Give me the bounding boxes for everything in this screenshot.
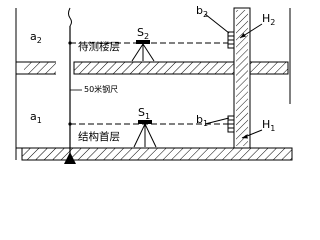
ground-floor-slab <box>16 147 293 161</box>
floor-lower-label: 结构首层 <box>78 130 120 143</box>
right-wall <box>233 7 251 149</box>
level-s1-label: S1 <box>138 106 150 121</box>
point-a1-label: a1 <box>30 110 42 125</box>
floor-upper-label: 待测楼层 <box>78 40 120 53</box>
level-instrument-s2-icon <box>131 40 155 62</box>
staff-mark-b1-icon <box>227 115 235 133</box>
staff-b2-label: b2 <box>196 4 208 19</box>
tape-label: 50米钢尺 <box>84 84 118 94</box>
height-h1-label: H1 <box>262 118 275 133</box>
level-instrument-s1-icon <box>133 120 157 148</box>
steel-tape <box>68 7 72 157</box>
upper-floor-slab <box>16 61 289 75</box>
leader-h1 <box>241 129 263 139</box>
point-a2-marker <box>68 41 72 45</box>
leader-b1 <box>204 117 230 125</box>
leader-b2 <box>204 13 230 34</box>
point-a2-label: a2 <box>30 30 42 45</box>
staff-b1-label: b1 <box>196 113 208 128</box>
point-a1-marker <box>68 122 72 126</box>
diagram-canvas: a2 a1 S2 S1 b2 b1 H2 H1 待测楼层 结构首层 50米钢尺 <box>15 4 293 164</box>
height-h2-label: H2 <box>262 12 275 27</box>
staff-mark-b2-icon <box>227 31 235 49</box>
level-s2-label: S2 <box>137 26 149 41</box>
tape-hook-icon <box>68 7 72 27</box>
plumb-weight-icon <box>64 152 76 164</box>
survey-diagram: a2 a1 S2 S1 b2 b1 H2 H1 待测楼层 结构首层 50米钢尺 <box>15 4 293 164</box>
leader-h2 <box>239 23 263 39</box>
